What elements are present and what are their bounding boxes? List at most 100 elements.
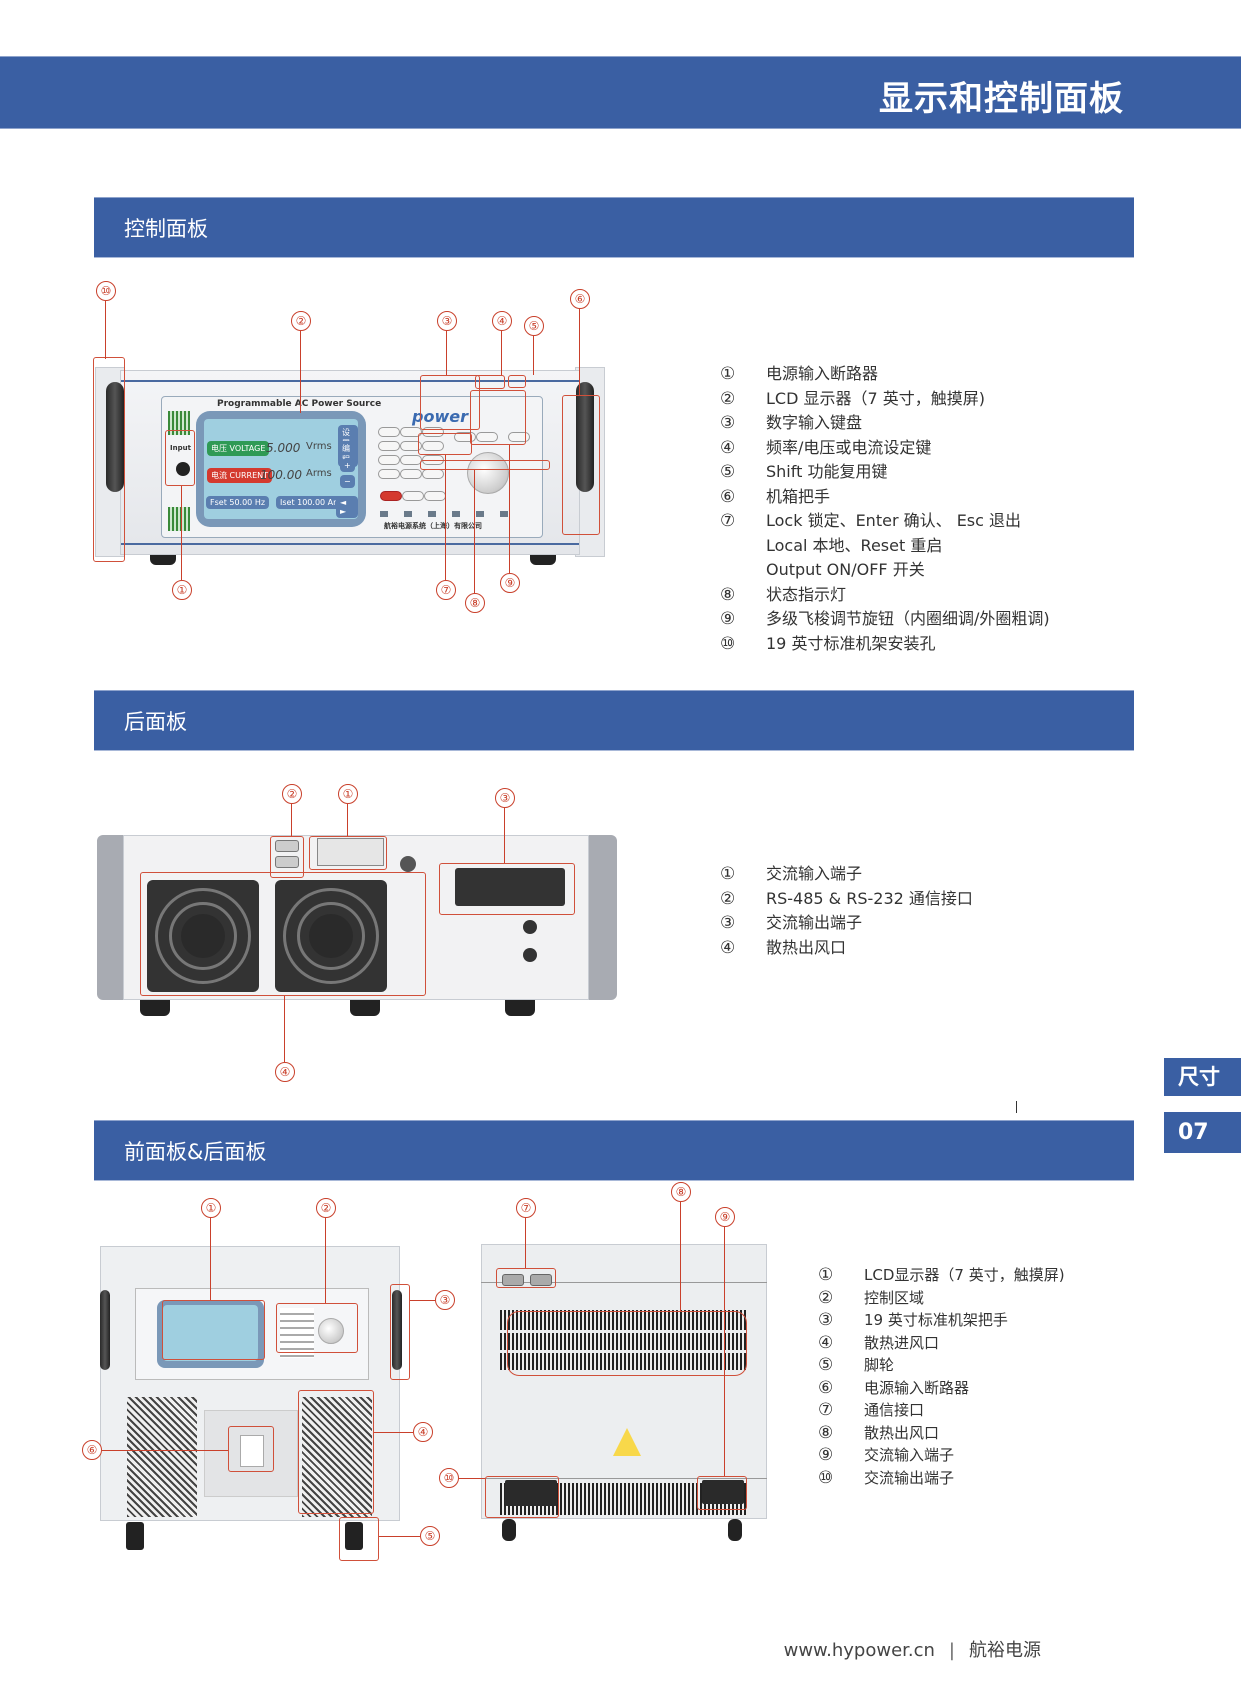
numeric-keypad <box>378 427 444 481</box>
input-label: Input <box>170 444 191 452</box>
callout-9: ⑨ <box>500 573 520 593</box>
highlight-shift <box>508 375 526 388</box>
fset-display: Fset 50.00 Hz <box>206 496 270 509</box>
breaker-switch[interactable] <box>176 462 190 476</box>
callout-1: ① <box>201 1198 221 1218</box>
callout-3: ③ <box>437 311 457 331</box>
highlight-output <box>485 1476 559 1518</box>
lock-key[interactable] <box>402 491 424 501</box>
cabinet-rear-diagram: ⑦ ⑧ ⑨ ⑩ <box>430 1180 790 1570</box>
section-header-rear-panel: 后面板 <box>94 690 1134 751</box>
cooling-fan-left <box>147 880 259 992</box>
chassis-front: Programmable AC Power Source Input 电压 VO… <box>120 370 580 555</box>
callout-5: ⑤ <box>420 1526 440 1546</box>
rs232-port <box>275 856 299 868</box>
cabinet-rear <box>481 1244 767 1519</box>
enter-key[interactable] <box>424 491 446 501</box>
brand-logo: power <box>412 407 468 426</box>
highlight-exhaust <box>140 872 426 996</box>
callout-8: ⑧ <box>465 593 485 613</box>
page-number-tab: 07 <box>1164 1112 1241 1153</box>
qr-code-website <box>168 507 190 531</box>
callout-3: ③ <box>435 1290 455 1310</box>
page-header-band: 显示和控制面板 <box>0 56 1241 129</box>
page-title: 显示和控制面板 <box>879 79 1124 119</box>
cabinet-front-diagram: ① ② ③ ④ ⑤ ⑥ <box>80 1190 460 1570</box>
ac-input-terminal-block <box>702 1480 744 1504</box>
highlight-input-terminal <box>309 836 387 870</box>
callout-2: ② <box>291 311 311 331</box>
divider-tick <box>1016 1101 1017 1113</box>
highlight-control-area <box>276 1303 358 1353</box>
shift-key[interactable] <box>508 432 530 442</box>
ac-output-terminal-block <box>505 1480 557 1506</box>
legend-item: Output ON/OFF 开关 <box>766 560 925 579</box>
output-onoff-key[interactable] <box>380 491 402 501</box>
current-value: 100.00 <box>260 468 302 482</box>
callout-7: ⑦ <box>436 580 456 600</box>
highlight-breaker <box>228 1426 274 1472</box>
intake-grille-right <box>302 1397 372 1517</box>
volt-current-set-key[interactable] <box>476 432 498 442</box>
callout-2: ② <box>316 1198 336 1218</box>
lcd-screen[interactable]: 电压 VOLTAGE 5.000 Vrms 电流 CURRENT 100.00 … <box>204 419 358 519</box>
callout-10: ⑩ <box>439 1468 459 1488</box>
highlight-function-keys <box>418 433 472 455</box>
callout-2: ② <box>282 784 302 804</box>
section-header-control-panel: 控制面板 <box>94 197 1134 258</box>
cabinet-breaker <box>240 1435 264 1467</box>
ac-output-terminal <box>455 868 565 906</box>
callout-5: ⑤ <box>524 316 544 336</box>
arrow-buttons[interactable]: ◄ ► <box>336 496 358 518</box>
handle-left <box>106 382 124 492</box>
highlight-knob <box>470 390 526 445</box>
plus-button[interactable]: + <box>340 459 355 472</box>
callout-4: ④ <box>413 1422 433 1442</box>
device-name: Programmable AC Power Source <box>217 399 382 409</box>
highlight-set-keys <box>475 375 505 389</box>
exhaust-grille <box>500 1310 748 1370</box>
cooling-fan-right <box>275 880 387 992</box>
footer: www.hypower.cn|航裕电源 <box>784 1636 1041 1662</box>
ac-input-terminal <box>317 838 384 866</box>
callout-1: ① <box>338 784 358 804</box>
callout-6: ⑥ <box>82 1440 102 1460</box>
highlight-handle <box>562 395 600 535</box>
footer-url[interactable]: www.hypower.cn <box>783 1640 935 1661</box>
caster-right <box>345 1522 363 1550</box>
callout-1: ① <box>172 580 192 600</box>
callout-3: ③ <box>495 788 515 808</box>
footer-brand: 航裕电源 <box>969 1640 1041 1661</box>
intake-grille-left <box>127 1397 197 1517</box>
side-tab-dimensions[interactable]: 尺寸 <box>1164 1058 1241 1096</box>
comm-ports-rear <box>498 1270 558 1290</box>
callout-7: ⑦ <box>516 1198 536 1218</box>
iset-display: Iset 100.00 Arms <box>276 496 353 509</box>
lcd-bezel: 电压 VOLTAGE 5.000 Vrms 电流 CURRENT 100.00 … <box>196 411 366 527</box>
voltage-value: 5.000 <box>266 441 301 455</box>
minus-button[interactable]: − <box>340 475 355 488</box>
callout-4: ④ <box>275 1062 295 1082</box>
current-label: 电流 CURRENT <box>207 468 273 483</box>
cabinet-knob <box>318 1318 344 1344</box>
freq-set-key[interactable] <box>454 432 476 442</box>
voltage-unit: Vrms <box>306 441 332 452</box>
